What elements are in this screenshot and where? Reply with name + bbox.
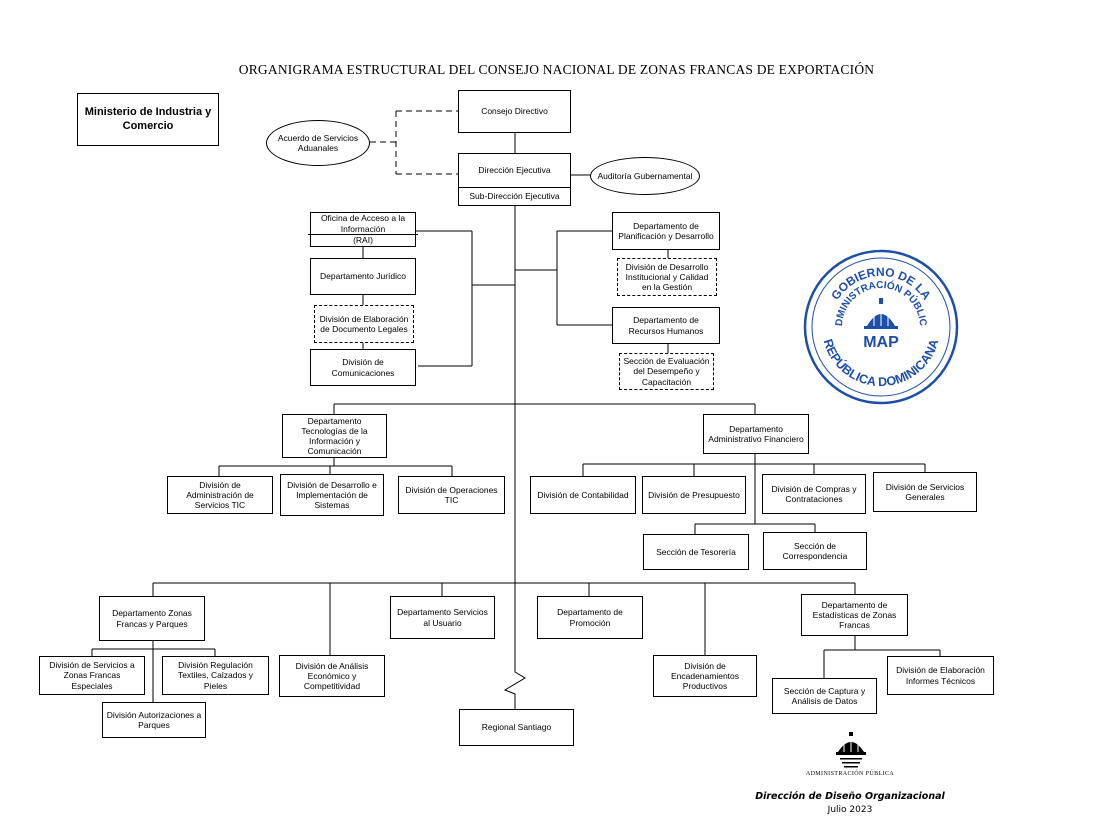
regional-santiago: Regional Santiago xyxy=(459,709,574,746)
division-autorizaciones-parques: División Autorizaciones a Parques xyxy=(102,702,206,738)
departamento-zonas-francas-parques: Departamento Zonas Francas y Parques xyxy=(99,596,205,641)
seccion-correspondencia: Sección de Correspondencia xyxy=(763,532,867,570)
direccion-ejecutiva-box: Dirección Ejecutiva Sub-Dirección Ejecut… xyxy=(458,153,571,206)
division-servicios-zonas-francas: División de Servicios a Zonas Francas Es… xyxy=(39,656,145,695)
consejo-directivo-box: Consejo Directivo xyxy=(458,90,571,133)
stamp-center-text: MAP xyxy=(863,334,899,351)
division-contabilidad: División de Contabilidad xyxy=(530,476,636,514)
departamento-administrativo-financiero: Departamento Administrativo Financiero xyxy=(703,414,809,454)
seccion-captura-datos: Sección de Captura y Análisis de Datos xyxy=(772,678,877,714)
logo-label: ADMINISTRACIÓN PÚBLICA xyxy=(805,771,895,777)
division-comunicaciones: División de Comunicaciones xyxy=(310,349,416,386)
departamento-planificacion: Departamento de Planificación y Desarrol… xyxy=(612,212,720,250)
division-servicios-generales: División de Servicios Generales xyxy=(873,472,977,512)
chart-title: ORGANIGRAMA ESTRUCTURAL DEL CONSEJO NACI… xyxy=(238,62,875,77)
direccion-ejecutiva: Dirección Ejecutiva xyxy=(459,154,570,188)
departamento-promocion: Departamento de Promoción xyxy=(537,596,643,639)
footer-date: Julio 2023 xyxy=(827,805,873,815)
auditoria-gubernamental: Auditoría Gubernamental xyxy=(590,157,700,195)
division-compras-contrataciones: División de Compras y Contrataciones xyxy=(762,474,866,514)
division-analisis-economico: División de Análisis Económico y Competi… xyxy=(279,655,385,697)
map-stamp: GOBIERNO DE LA ADMINISTRACIÓN PÚBLICA RE… xyxy=(800,246,959,405)
ministerio-box: Ministerio de Industria y Comercio xyxy=(77,93,219,146)
seccion-evaluacion-desempeno: Sección de Evaluación del Desempeño y Ca… xyxy=(619,353,714,390)
oai-box: Oficina de Acceso a la Información (RAI) xyxy=(308,212,418,247)
departamento-estadisticas: Departamento de Estadísticas de Zonas Fr… xyxy=(801,594,908,636)
departamento-servicios-usuario: Departamento Servicios al Usuario xyxy=(390,596,495,639)
departamento-recursos-humanos: Departamento de Recursos Humanos xyxy=(612,307,720,344)
seccion-tesoreria: Sección de Tesorería xyxy=(643,534,749,570)
division-administracion-tic: División de Administración de Servicios … xyxy=(167,476,273,514)
departamento-tic: Departamento Tecnologías de la Informaci… xyxy=(282,414,387,458)
division-encadenamientos-productivos: División de Encadenamientos Productivos xyxy=(653,655,757,697)
division-desarrollo-institucional: División de Desarrollo Institucional y C… xyxy=(617,258,717,296)
division-documentos-legales: División de Elaboración de Documento Leg… xyxy=(314,305,414,343)
footer-office: Dirección de Diseño Organizacional xyxy=(755,791,945,802)
acuerdo-servicios-aduanales: Acuerdo de Servicios Aduanales xyxy=(266,120,370,166)
sub-direccion-ejecutiva: Sub-Dirección Ejecutiva xyxy=(469,191,560,202)
division-operaciones-tic: División de Operaciones TIC xyxy=(398,476,505,514)
division-informes-tecnicos: División de Elaboración Informes Técnico… xyxy=(887,656,994,695)
division-desarrollo-sistemas: División de Desarrollo e Implementación … xyxy=(280,474,384,516)
administracion-publica-logo-icon xyxy=(836,732,866,768)
division-presupuesto: División de Presupuesto xyxy=(642,476,746,514)
oai-label: Oficina de Acceso a la Información xyxy=(308,213,418,235)
departamento-juridico: Departamento Jurídico xyxy=(310,258,416,295)
oai-rai: (RAI) xyxy=(353,235,373,246)
division-regulacion-textiles: División Regulación Textiles, Calzados y… xyxy=(162,656,269,695)
